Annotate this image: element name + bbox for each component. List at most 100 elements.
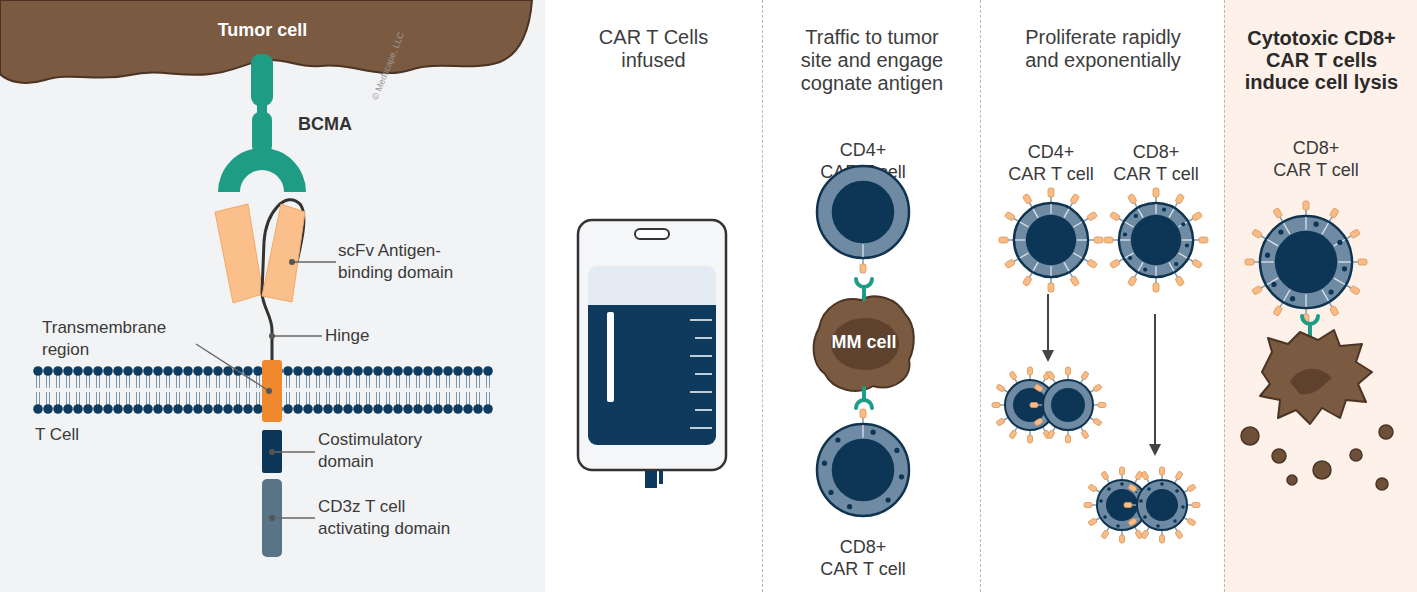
cell-shape (808, 405, 918, 580)
granule (847, 504, 852, 509)
cell-label: CD8+ CAR T cell (819, 536, 907, 580)
receptor-stem (1261, 261, 1274, 262)
cell-shape (1251, 135, 1381, 335)
nucleus (1026, 215, 1076, 265)
receptor-stem (1284, 223, 1290, 234)
granule (1128, 256, 1132, 260)
receptor-stem (1284, 290, 1290, 301)
receptor-stem (1305, 217, 1306, 230)
car-t-cell: CD8+ CAR T cell (1106, 143, 1206, 303)
cell-outline (0, 0, 540, 95)
receptor-stem (1138, 209, 1143, 218)
car-t-cell: CD4+ CAR T cell (808, 135, 918, 285)
receptor-stem (1138, 262, 1143, 271)
panel-heading: Traffic to tumor site and engage cognate… (792, 26, 952, 95)
granule (871, 430, 876, 435)
part-label: Costimulatory domain (318, 429, 446, 473)
leader-lines (196, 259, 336, 521)
granule (1134, 214, 1138, 218)
tumor-cell: Tumor cell (0, 0, 540, 95)
nucleus (1275, 231, 1338, 294)
granule (1271, 282, 1276, 287)
receptor-stem (1178, 222, 1187, 227)
receptor-stem (1267, 240, 1278, 246)
receptor-stem (1169, 209, 1174, 218)
receptor-stem (1338, 261, 1351, 262)
granule (828, 490, 833, 495)
panel-background (0, 0, 545, 592)
car-receptor (1153, 277, 1159, 292)
granule (835, 437, 840, 442)
cell-label: CD8+ CAR T cell (1112, 141, 1200, 185)
cell-body (1014, 203, 1088, 277)
granule (1329, 289, 1334, 294)
car-receptor (1303, 201, 1309, 216)
bcma-antigen (856, 388, 872, 408)
receptor-stem (1125, 222, 1134, 227)
granule (822, 461, 827, 466)
receptor-stem (862, 425, 863, 438)
granule (1278, 229, 1283, 234)
receptor-stem (862, 244, 863, 257)
receptor-stem (1322, 290, 1328, 301)
receptor-stem (1033, 262, 1038, 271)
bcma-antigen (218, 54, 306, 192)
mm-cell: MM cell (809, 288, 919, 396)
receptor-stem (1033, 209, 1038, 218)
nucleus (832, 181, 895, 244)
hinge-linker (262, 200, 304, 362)
granule (899, 474, 904, 479)
scfv-domain (215, 200, 305, 362)
receptor-stem (1334, 278, 1345, 284)
lipid-bilayer (33, 364, 493, 416)
iv-bag (578, 220, 726, 488)
cell-shape (1001, 143, 1101, 303)
panel-band: Traffic to tumor site and engage cognate… (762, 0, 980, 592)
receptor-stem (1073, 222, 1082, 227)
car-receptor (1245, 259, 1260, 265)
receptor-stem (1064, 262, 1069, 271)
car-receptor (860, 409, 866, 424)
panel-band: Cytotoxic CD8+ CAR T cells induce cell l… (1224, 0, 1417, 592)
car-receptor (1303, 308, 1309, 323)
nucleus (1131, 215, 1181, 265)
receptor-stem (1182, 239, 1192, 240)
panel-band: Proliferate rapidly and exponentiallyCD4… (980, 0, 1224, 592)
granule (1290, 296, 1295, 301)
granule (1123, 232, 1127, 236)
car-receptor (860, 258, 866, 273)
costimulatory-domain (262, 430, 282, 473)
panel-band: CAR T Cells infused (545, 0, 762, 592)
receptor-stem (1050, 266, 1051, 276)
receptor-stem (1073, 253, 1082, 258)
granule (1342, 266, 1347, 271)
car-receptor (1352, 259, 1367, 265)
receptor-stem (1305, 294, 1306, 307)
part-label: Hinge (325, 325, 405, 347)
cell-shape (808, 135, 918, 285)
car-receptor (1193, 237, 1208, 243)
receptor-stem (1020, 222, 1029, 227)
car-receptor (1104, 237, 1119, 243)
receptor-stem (1020, 253, 1029, 258)
panel-heading: Proliferate rapidly and exponentially (1018, 26, 1188, 72)
car-t-cell: CD8+ CAR T cell (1251, 135, 1381, 335)
nucleus (832, 439, 895, 502)
car-receptor (1153, 188, 1159, 203)
granule (894, 448, 899, 453)
cell-body (817, 166, 909, 258)
panel-heading: CAR T Cells infused (579, 26, 729, 72)
cell-label: CD8+ CAR T cell (1272, 137, 1360, 181)
car-receptor (999, 237, 1014, 243)
cell-name: MM cell (809, 331, 919, 353)
granule (1314, 222, 1319, 227)
granule (1162, 208, 1166, 212)
receptor-stem (1322, 223, 1328, 234)
receptor-stem (1155, 266, 1156, 276)
receptor-stem (1178, 253, 1187, 258)
car-receptor (1048, 188, 1054, 203)
receptor-stem (1334, 240, 1345, 246)
panel-heading: Cytotoxic CD8+ CAR T cells induce cell l… (1238, 27, 1406, 93)
cell-membrane (0, 0, 532, 83)
car-t-cell: CD4+ CAR T cell (1001, 143, 1101, 303)
